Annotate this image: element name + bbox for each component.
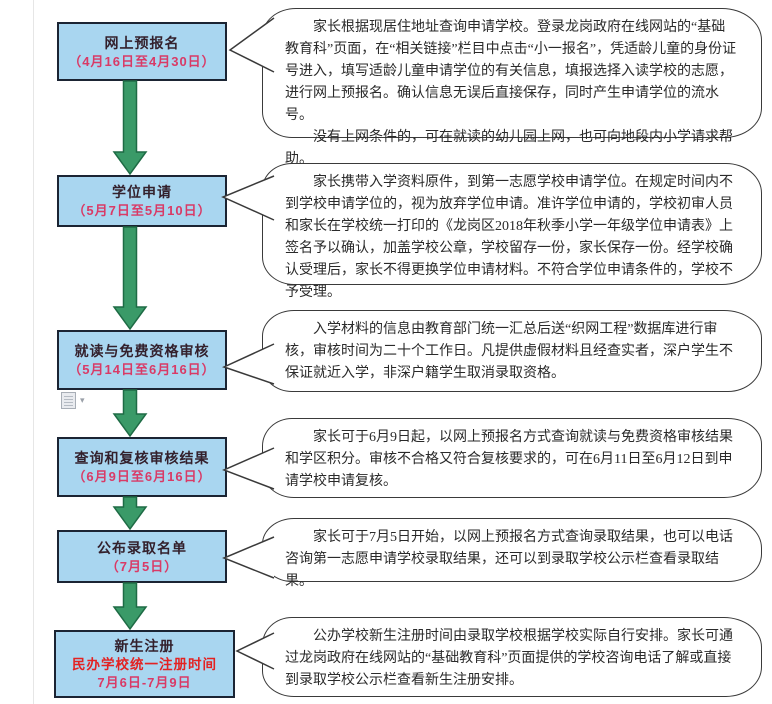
step-date: （4月16日至4月30日） — [68, 53, 216, 69]
callout-query-review-results: 家长可于6月9日起，以网上预报名方式查询就读与免费资格审核结果和学区积分。审核不… — [262, 418, 762, 498]
callout-qualification-review: 入学材料的信息由教育部门统一汇总后送“织网工程”数据库进行审核，审核时间为二十个… — [262, 310, 762, 392]
arrow-down-icon — [112, 389, 148, 438]
step-box-query-review-results: 查询和复核审核结果 （6月9日至6月16日） — [57, 437, 227, 497]
arrow-down-icon — [112, 226, 148, 331]
arrow-down-icon — [112, 496, 148, 531]
step-box-new-student-registration: 新生注册 民办学校统一注册时间 7月6日-7月9日 — [54, 630, 235, 698]
step-subtitle: 民办学校统一注册时间 — [72, 656, 217, 672]
step-date: 7月6日-7月9日 — [97, 675, 192, 691]
step-title: 网上预报名 — [104, 34, 180, 51]
callout-new-student-registration: 公办学校新生注册时间由录取学校根据学校实际自行安排。家长可通过龙岗政府在线网站的… — [262, 617, 762, 697]
chevron-down-icon: ▾ — [80, 394, 85, 405]
callout-text: 家长可于7月5日开始，以网上预报名方式查询录取结果，也可以电话咨询第一志愿申请学… — [285, 530, 733, 589]
callout-online-preregistration: 家长根据现居住地址查询申请学校。登录龙岗政府在线网站的“基础教育科”页面，在“相… — [262, 8, 762, 167]
clipboard-paste-icon — [61, 391, 76, 409]
callout-admission-list: 家长可于7月5日开始，以网上预报名方式查询录取结果，也可以电话咨询第一志愿申请学… — [262, 518, 762, 589]
arrow-down-icon — [112, 582, 148, 631]
step-box-admission-list: 公布录取名单 （7月5日） — [57, 530, 227, 583]
callout-degree-application: 家长携带入学资料原件，到第一志愿学校申请学位。在规定时间内不到学校申请学位的，视… — [262, 163, 762, 300]
callout-text: 家长携带入学资料原件，到第一志愿学校申请学位。在规定时间内不到学校申请学位的，视… — [285, 175, 733, 300]
paste-options-button[interactable]: ▾ — [61, 390, 101, 410]
step-date: （5月7日至5月10日） — [72, 203, 212, 218]
step-title: 学位申请 — [112, 184, 172, 200]
callout-text: 入学材料的信息由教育部门统一汇总后送“织网工程”数据库进行审核，审核时间为二十个… — [285, 322, 733, 381]
step-date: （6月9日至6月16日） — [72, 469, 212, 484]
step-title: 新生注册 — [114, 637, 175, 654]
callout-text: 家长可于6月9日起，以网上预报名方式查询就读与免费资格审核结果和学区积分。审核不… — [285, 430, 733, 489]
step-box-degree-application: 学位申请 （5月7日至5月10日） — [57, 175, 227, 227]
step-title: 公布录取名单 — [97, 539, 187, 556]
step-date: （7月5日） — [105, 558, 179, 574]
callout-text: 家长根据现居住地址查询申请学校。登录龙岗政府在线网站的“基础教育科”页面，在“相… — [285, 20, 737, 123]
step-title: 就读与免费资格审核 — [74, 343, 210, 359]
step-date: （5月14日至6月16日） — [68, 362, 216, 377]
page-edge-line — [33, 0, 34, 704]
step-box-qualification-review: 就读与免费资格审核 （5月14日至6月16日） — [57, 330, 227, 390]
step-title: 查询和复核审核结果 — [74, 450, 210, 466]
step-box-online-preregistration: 网上预报名 （4月16日至4月30日） — [57, 22, 227, 81]
arrow-down-icon — [112, 80, 148, 176]
callout-text: 公办学校新生注册时间由录取学校根据学校实际自行安排。家长可通过龙岗政府在线网站的… — [285, 629, 733, 688]
